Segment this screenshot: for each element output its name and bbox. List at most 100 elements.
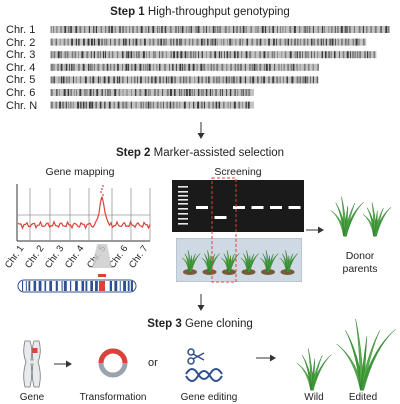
screening-gel xyxy=(172,180,304,232)
label-wild: Wild xyxy=(304,392,324,403)
ladder-band xyxy=(178,203,188,205)
down-arrow-1 xyxy=(197,122,205,139)
ideogram-band xyxy=(81,281,85,291)
gene-editing-icon xyxy=(185,348,223,382)
chr-label-1: Chr. 1 xyxy=(6,24,36,36)
ideogram-band xyxy=(127,281,130,291)
ideogram-band xyxy=(114,281,118,291)
rice-plant xyxy=(221,250,240,273)
rice-plant xyxy=(336,319,396,391)
screening-title: Screening xyxy=(214,166,262,178)
rice-plant xyxy=(260,250,279,273)
label-edited: Edited xyxy=(348,392,378,403)
ideogram-band xyxy=(33,281,37,291)
gel-band xyxy=(214,216,227,219)
step2-label: Step 2 xyxy=(115,147,151,159)
ideogram-band xyxy=(109,281,113,291)
peak-marker xyxy=(100,191,102,193)
ideogram-band xyxy=(61,281,63,291)
chr-label-6: Chr. 6 xyxy=(6,86,36,99)
ladder-band xyxy=(178,223,188,225)
ideogram-band xyxy=(63,281,67,291)
tray-background xyxy=(176,238,302,282)
rice-plant xyxy=(330,196,364,237)
label-gene: Gene xyxy=(19,392,45,403)
ideogram-band xyxy=(44,281,47,291)
ladder-band xyxy=(178,218,188,220)
chr-label-4: Chr. 4 xyxy=(6,61,36,74)
chr-label-3: Chr. 3 xyxy=(6,49,36,62)
step3-title: Step 3 Gene cloning xyxy=(0,318,400,330)
ideogram-band xyxy=(119,281,121,291)
label-gene-editing: Gene editing xyxy=(180,392,238,403)
genotype-bar xyxy=(50,76,319,84)
peak-marker xyxy=(102,185,104,187)
final-plants xyxy=(297,319,396,391)
ideogram-band xyxy=(85,281,88,291)
ideogram-band xyxy=(49,281,53,291)
chr-label-n: Chr. N xyxy=(6,99,38,112)
step3-label: Step 3 xyxy=(147,318,182,330)
ideogram-band xyxy=(25,281,27,291)
gel-band xyxy=(196,206,208,209)
ladder-band xyxy=(178,195,188,197)
ideogram-band xyxy=(28,281,31,291)
rice-plant xyxy=(182,250,201,273)
or-text: or xyxy=(148,357,158,369)
genotype-bar xyxy=(50,63,319,71)
chr-label-5: Chr. 5 xyxy=(6,74,36,87)
donor-plants xyxy=(330,196,391,237)
down-arrow-2 xyxy=(197,294,205,311)
peak-marker xyxy=(101,188,103,190)
chromosome-icon xyxy=(23,340,41,388)
label-transformation: Transformation xyxy=(79,392,147,403)
ladder-band xyxy=(178,191,188,193)
ideogram-band xyxy=(55,281,58,291)
donor-caption: Donor parents xyxy=(325,250,395,276)
ideogram-band xyxy=(123,281,127,291)
genotyping-bars xyxy=(50,26,390,109)
ideogram-band xyxy=(75,281,78,291)
ideogram-band xyxy=(38,281,42,291)
scissors-icon xyxy=(187,348,205,365)
chr-label-2: Chr. 2 xyxy=(6,36,36,49)
ideogram-band xyxy=(130,281,133,291)
peak-marker xyxy=(102,194,104,196)
ladder-band xyxy=(178,213,188,215)
donor-line2: parents xyxy=(342,263,378,275)
gel-band xyxy=(270,206,282,209)
step1-label: Step 1 xyxy=(110,6,145,18)
step2-title: Step 2 Marker-assisted selection xyxy=(0,147,400,159)
gel-band xyxy=(288,206,301,209)
step1-text: High-throughput genotyping xyxy=(147,6,290,18)
gel-band xyxy=(233,206,245,209)
gene-mapping-title: Gene mapping xyxy=(45,166,115,178)
step2-text: Marker-assisted selection xyxy=(153,147,285,159)
gel-band xyxy=(251,206,264,209)
selection-highlight xyxy=(211,177,237,283)
rice-plant xyxy=(279,250,298,273)
genotype-bar xyxy=(50,38,367,46)
genotype-bar xyxy=(50,101,254,109)
ideogram-band xyxy=(69,281,72,291)
ladder-band xyxy=(178,208,188,210)
ideogram-band xyxy=(95,281,98,291)
right-arrow-donor xyxy=(306,226,324,234)
plasmid-icon xyxy=(98,348,128,378)
plant-tray xyxy=(176,238,302,282)
genotype-bar xyxy=(50,89,254,96)
target-locus xyxy=(99,281,105,291)
step3-text: Gene cloning xyxy=(184,318,253,330)
ideogram-band xyxy=(22,281,24,291)
lod-curve xyxy=(17,196,151,230)
right-arrow-3a xyxy=(54,360,72,368)
rice-plant xyxy=(362,202,391,237)
donor-line1: Donor xyxy=(345,250,375,262)
chromosome-ideogram xyxy=(17,244,137,293)
ideogram-band xyxy=(90,281,93,291)
peak-marker xyxy=(100,198,103,200)
ladder-band xyxy=(178,199,188,201)
chromosome-labels: Chr. 1 Chr. 2 Chr. 3 Chr. 4 Chr. 5 Chr. … xyxy=(6,24,48,112)
genotype-bar xyxy=(50,26,390,33)
step1-title: Step 1 High-throughput genotyping xyxy=(0,6,400,18)
